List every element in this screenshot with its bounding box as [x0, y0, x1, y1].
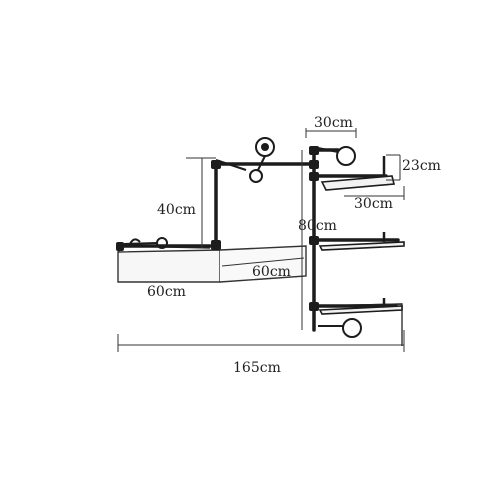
middle-shelf-board — [219, 245, 307, 283]
dim-label-left-60: 60cm — [147, 284, 186, 300]
dim-label-80: 80cm — [298, 218, 337, 234]
dim-label-40: 40cm — [157, 202, 196, 218]
dim-label-top-30: 30cm — [314, 115, 353, 131]
dim-label-shelf-30: 30cm — [354, 196, 393, 212]
middle-right-shelf — [318, 232, 405, 251]
top-valve-icon — [215, 137, 275, 183]
left-shelf-board — [117, 245, 221, 283]
dimension-lines — [117, 128, 405, 352]
dim-label-middle-60: 60cm — [252, 264, 291, 280]
top-right-lamp-icon — [317, 146, 356, 166]
dim-label-165: 165cm — [233, 360, 281, 376]
dim-label-23: 23cm — [402, 158, 441, 174]
bottom-right-lamp-icon — [318, 318, 362, 338]
bottom-right-shelf — [318, 298, 403, 315]
left-lamp-icon — [123, 237, 168, 249]
pipe-fittings — [116, 146, 319, 311]
top-right-shelf — [320, 156, 396, 191]
